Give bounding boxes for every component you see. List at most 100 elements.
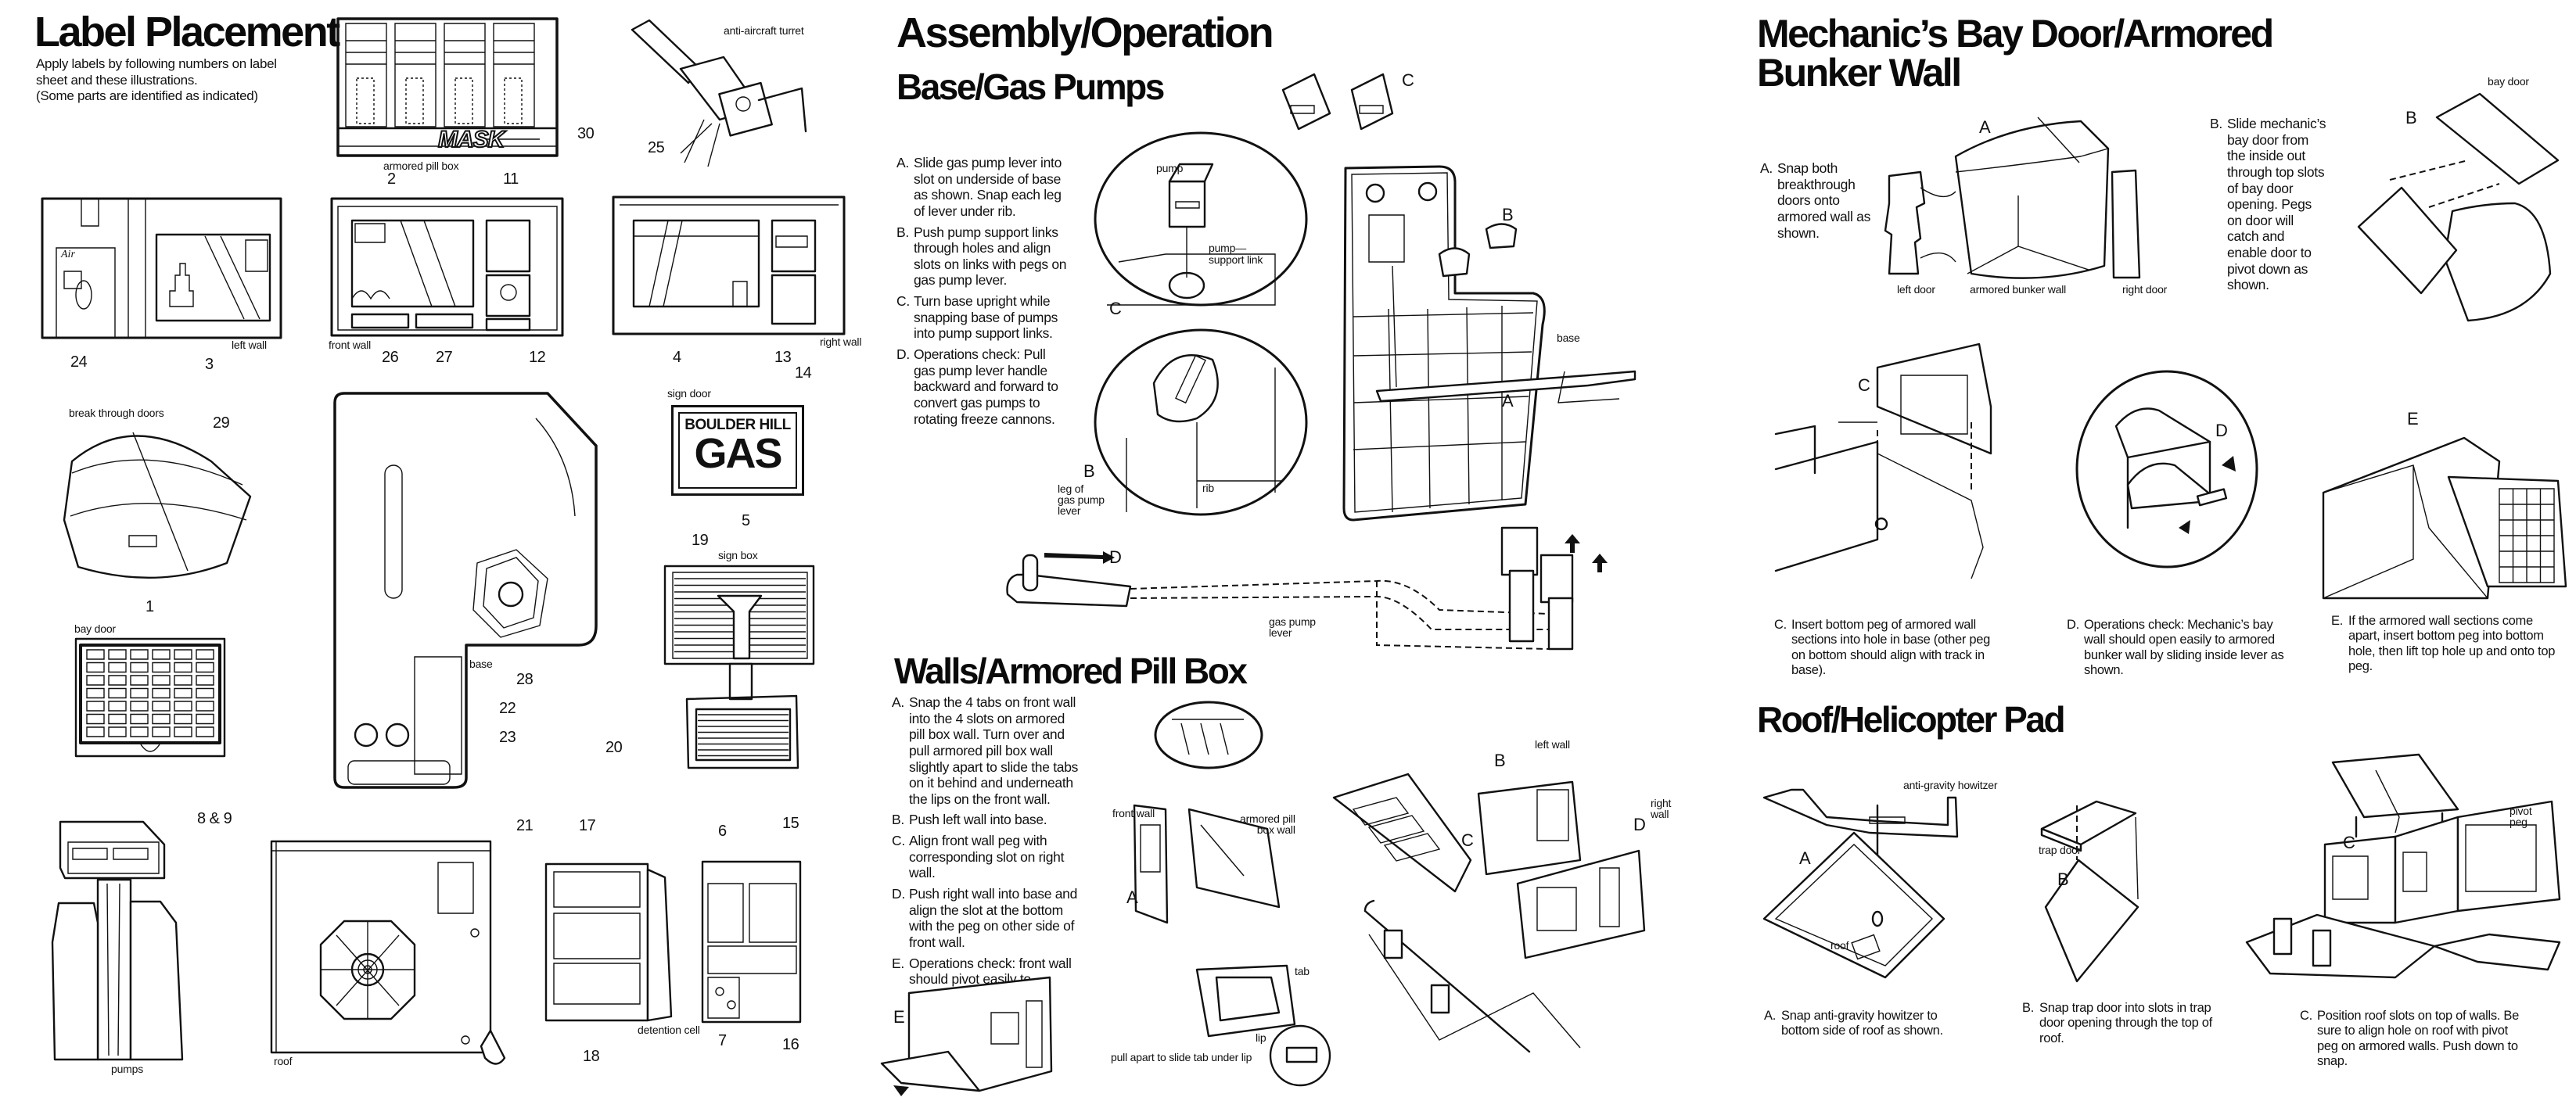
callout-d-bunker: D xyxy=(2215,421,2228,440)
grid-cell xyxy=(174,689,192,698)
step-b-text: B. Slide mechanic’s bay door from the ins… xyxy=(2210,116,2327,298)
label-number-29: 30 xyxy=(577,125,595,142)
sign-box-label: sign box xyxy=(718,549,758,561)
grid-cell xyxy=(131,663,148,672)
armored-pill-box-wall-label: armored pill box wall xyxy=(1240,813,1295,835)
anti-aircraft-turret-illustration xyxy=(626,14,837,170)
leg-of-lever-label: leg of gas pump lever xyxy=(1058,483,1105,516)
intro-line: sheet and these illustrations. xyxy=(36,72,198,88)
step-key: E. xyxy=(2331,614,2343,628)
intro-line: (Some parts are identified as indicated) xyxy=(36,88,258,104)
callout-e: E xyxy=(893,1007,905,1027)
step-text: Insert bottom peg of armored wall sectio… xyxy=(1791,618,1990,678)
step-key: A. xyxy=(892,694,904,710)
step-a: A.Snap anti-gravity howitzer to bottom s… xyxy=(1764,1009,1967,1039)
grid-cell xyxy=(196,727,214,737)
label-number-6: 6 xyxy=(718,823,727,840)
step-a-text: A.Snap both breakthrough doors onto armo… xyxy=(1760,160,1877,246)
step-key: A. xyxy=(1760,160,1773,176)
label-line: wall xyxy=(1651,808,1669,820)
label-number-2: 2 xyxy=(387,170,396,188)
callout-a: A xyxy=(1502,391,1514,411)
grid-cell xyxy=(131,701,148,711)
gas-pump-lever-label: gas pump lever xyxy=(1269,616,1316,638)
step-text: Operations check: Mechanic’s bay wall sh… xyxy=(2084,618,2284,678)
step-a: A. Snap the 4 tabs on front wall into the… xyxy=(892,694,1080,807)
step-key: D. xyxy=(892,886,905,902)
left-wall-illustration xyxy=(41,197,283,342)
break-through-doors-illustration xyxy=(63,426,262,575)
step-text: Snap trap door into slots in trap door o… xyxy=(2039,1001,2212,1045)
step-key: B. xyxy=(896,224,909,240)
trap-door-illustration xyxy=(2038,798,2179,985)
step-b: B.Push left wall into base. xyxy=(892,812,1080,828)
grid-cell xyxy=(153,650,170,659)
label-line: gas pump xyxy=(1269,615,1316,628)
pumps-illustration xyxy=(51,817,199,1067)
grid-cell xyxy=(109,689,126,698)
label-number-10: 11 xyxy=(503,170,519,188)
label-number-16: 17 xyxy=(579,817,596,834)
intro-line: Apply labels by following numbers on lab… xyxy=(36,56,277,71)
grid-cell xyxy=(174,676,192,685)
bunker-to-base-illustration xyxy=(1760,336,2003,586)
step-d: D. Operations check: Mechanic’s bay wall … xyxy=(2067,618,2294,679)
bay-door-illustration xyxy=(74,637,227,758)
callout-b-walls: B xyxy=(1494,751,1506,770)
step-text: If the armored wall sections come apart,… xyxy=(2348,614,2556,674)
callout-d: D xyxy=(1109,547,1122,567)
label-line: armored pill xyxy=(1240,812,1295,825)
step-c-text: C.Insert bottom peg of armored wall sect… xyxy=(1774,618,2001,683)
gas-sign-line2: GAS xyxy=(694,430,782,477)
roof-step-a-text: A.Snap anti-gravity howitzer to bottom s… xyxy=(1764,1009,1967,1044)
step-key: B. xyxy=(892,812,904,828)
armored-wall-sections-illustration xyxy=(2319,434,2574,606)
base-gas-pumps-steps: A.Slide gas pump lever into slot on unde… xyxy=(896,155,1067,432)
label-line: box wall xyxy=(1256,823,1295,836)
anti-aircraft-turret-label: anti-aircraft turret xyxy=(724,24,804,37)
left-wall-label-assembly: left wall xyxy=(1535,738,1570,751)
break-through-doors-label: break through doors xyxy=(69,407,164,419)
label-number-7: 7 xyxy=(718,1032,727,1049)
label-line: lever xyxy=(1058,504,1081,517)
grid-cell xyxy=(196,650,214,659)
step-text: Snap anti-gravity howitzer to bottom sid… xyxy=(1781,1009,1943,1038)
step-key: E. xyxy=(892,955,904,971)
gas-sign-inner: BOULDER HILL GAS xyxy=(678,412,797,489)
label-line: gas pump xyxy=(1058,493,1105,506)
label-line: pivot xyxy=(2510,805,2532,817)
bay-door-label: bay door xyxy=(74,622,116,635)
grid-cell xyxy=(109,715,126,724)
right-door-label: right door xyxy=(2122,283,2168,296)
step-text: Align front wall peg with corresponding … xyxy=(909,833,1065,881)
grid-cell xyxy=(131,727,148,737)
pumps-label: pumps xyxy=(111,1063,144,1075)
walls-pill-box-heading: Walls/Armored Pill Box xyxy=(894,651,1248,691)
label-line: leg of xyxy=(1058,482,1084,495)
label-number-21: 22 xyxy=(499,700,516,717)
grid-cell xyxy=(153,727,170,737)
label-number-18: 19 xyxy=(692,532,709,549)
label-placement-title: Label Placement xyxy=(34,9,340,56)
label-number-5: 5 xyxy=(742,512,750,529)
sign-door-label: sign door xyxy=(667,387,711,400)
step-key: D. xyxy=(2067,618,2079,632)
step-text: Slide mechanic’s bay door from the insid… xyxy=(2227,116,2326,293)
step-b: B.Snap trap door into slots in trap door… xyxy=(2022,1001,2218,1046)
step-text: Operations check: Pull gas pump lever ha… xyxy=(914,346,1058,427)
pump-detail-circles xyxy=(1095,125,1330,516)
step-text: Snap the 4 tabs on front wall into the 4… xyxy=(909,694,1079,807)
callout-a-roof: A xyxy=(1799,848,1811,868)
step-key: B. xyxy=(2210,116,2222,131)
grid-cell xyxy=(174,715,192,724)
grid-cell xyxy=(109,701,126,711)
roof-step-c-text: C.Position roof slots on top of walls. B… xyxy=(2300,1009,2527,1074)
grid-cell xyxy=(87,689,104,698)
callout-c-walls: C xyxy=(1461,830,1474,850)
grid-cell xyxy=(153,715,170,724)
step-e: E. If the armored wall sections come apar… xyxy=(2331,614,2558,675)
mechanics-bay-title: Mechanic’s Bay Door/Armored Bunker Wall xyxy=(1757,14,2274,92)
rib-label: rib xyxy=(1202,482,1214,494)
pump-support-link-label-1: pump— xyxy=(1209,242,1247,254)
step-a: A.Snap both breakthrough doors onto armo… xyxy=(1760,160,1877,241)
